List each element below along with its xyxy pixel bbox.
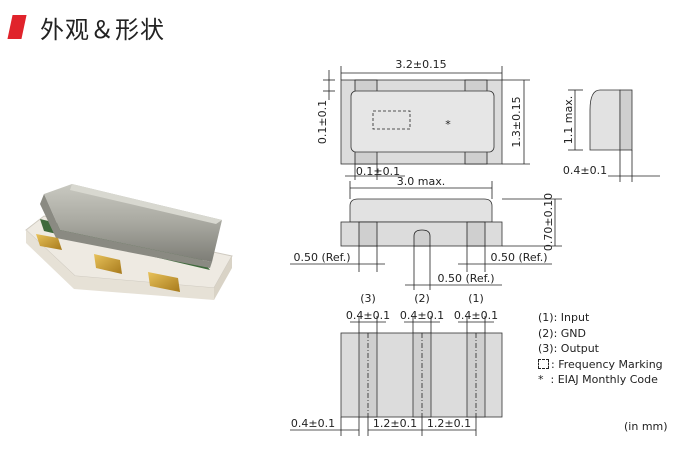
legend-eiaj: : EIAJ Monthly Code [550, 373, 658, 386]
dim-bottom-left: 0.4±0.1 [291, 417, 335, 430]
pin-label-3: (3) [360, 292, 376, 305]
legend-frequency: : Frequency Marking [551, 357, 663, 371]
legend-input: (1): Input [538, 311, 590, 324]
dim-pad-width-3: 0.4±0.1 [346, 309, 390, 322]
dim-pad-width-1: 0.4±0.1 [454, 309, 498, 322]
section-header: 外观＆形状 [7, 12, 165, 44]
dim-front-length: 3.0 max. [397, 175, 445, 188]
legend-star: * [538, 373, 544, 386]
dim-pitch-1: 1.2±0.1 [373, 417, 417, 430]
legend-eiaj-row: * : EIAJ Monthly Code [538, 372, 663, 388]
pin-label-2: (2) [414, 292, 430, 305]
dim-pitch-2: 1.2±0.1 [427, 417, 471, 430]
dim-top-offset: 0.1±0.1 [316, 100, 329, 144]
legend-gnd: (2): GND [538, 326, 587, 340]
dim-side-height: 1.1 max. [562, 96, 575, 144]
frequency-marking-box [372, 110, 411, 130]
legend-output: (3): Output [538, 342, 599, 355]
dim-bottom-pad: 0.1±0.1 [356, 165, 400, 178]
eiaj-marker: * [445, 118, 451, 131]
dim-ref-right: 0.50 (Ref.) [490, 251, 547, 264]
legend-frequency-row: : Frequency Marking [538, 357, 663, 373]
legend: (1): Input (2): GND (3): Output : Freque… [538, 310, 663, 388]
dim-pad-width-2: 0.4±0.1 [400, 309, 444, 322]
dim-width: 1.3±0.15 [510, 96, 523, 147]
unit-note: (in mm) [624, 420, 668, 433]
dim-front-height: 0.70±0.10 [542, 193, 555, 251]
dim-side-pad: 0.4±0.1 [563, 164, 607, 177]
dim-length: 3.2±0.15 [395, 58, 446, 71]
dashed-box-icon [538, 358, 549, 369]
dim-ref-center: 0.50 (Ref.) [437, 272, 494, 285]
page-title: 外观＆形状 [40, 15, 165, 44]
pin-label-1: (1) [468, 292, 484, 305]
dim-ref-left: 0.50 (Ref.) [293, 251, 350, 264]
